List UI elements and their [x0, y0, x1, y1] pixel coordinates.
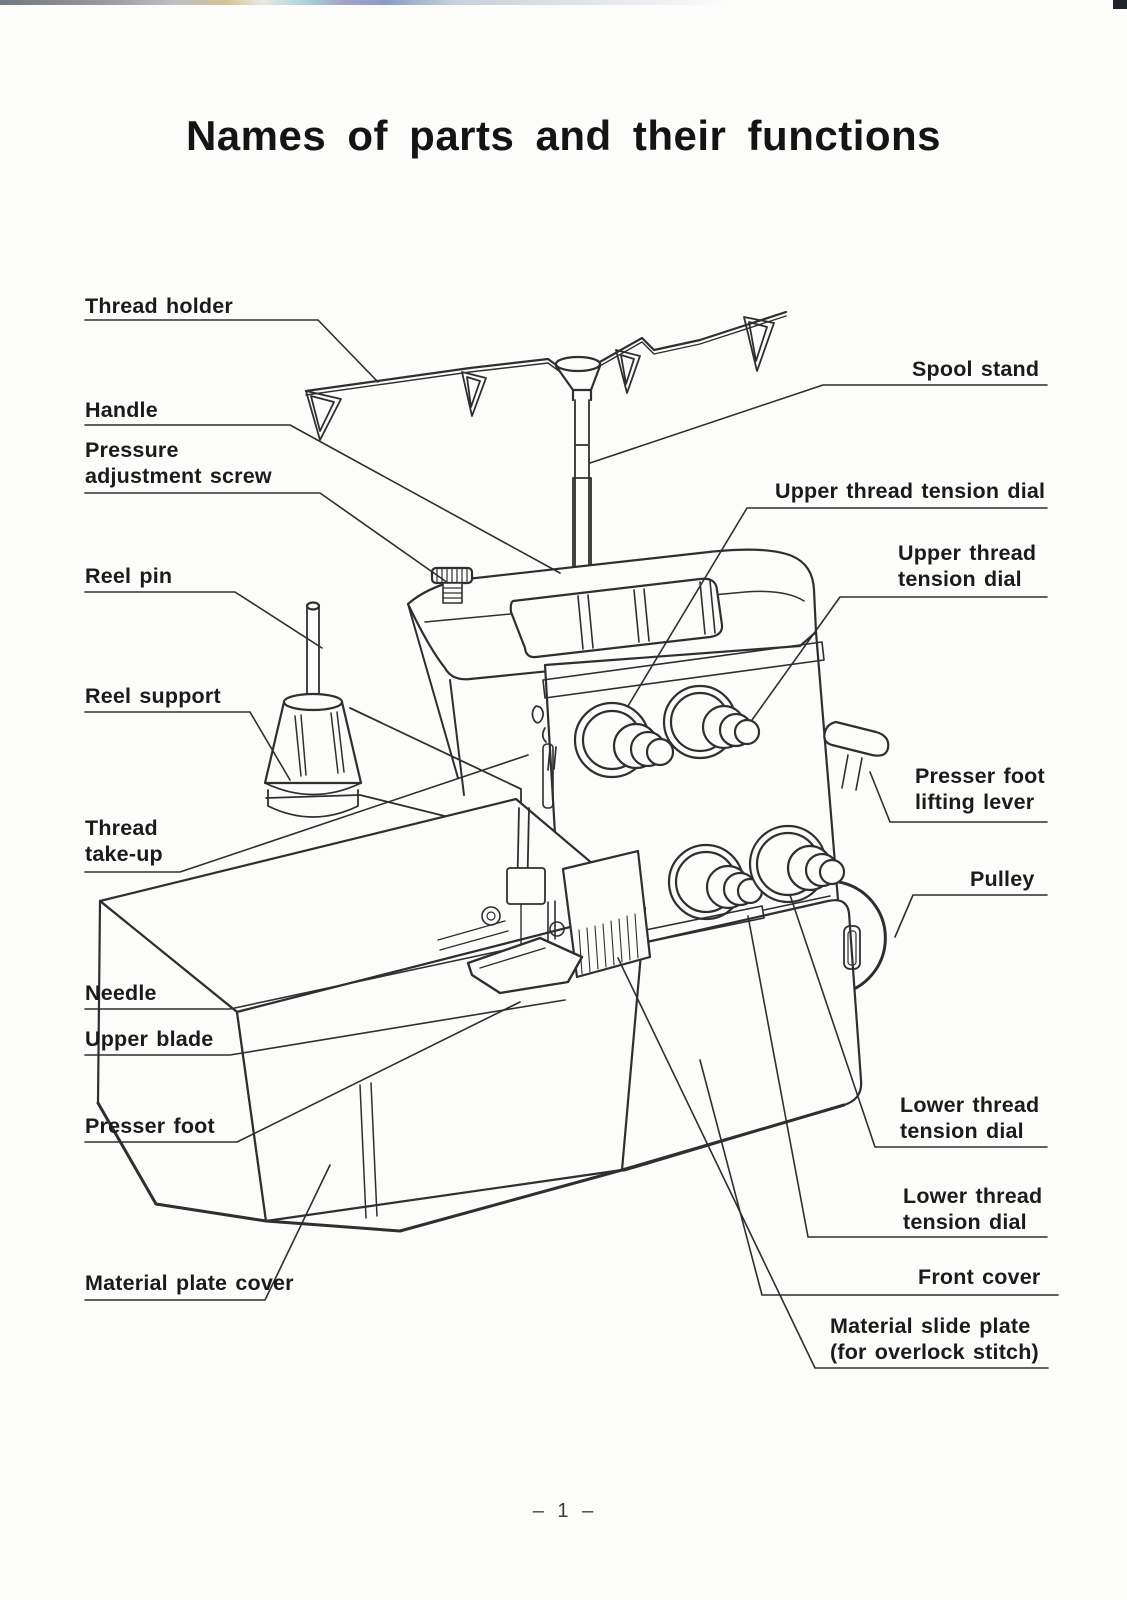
needle-assembly [437, 705, 584, 995]
leader-presser-foot [84, 1001, 521, 1143]
label-reel-support: Reel support [85, 684, 221, 708]
leader-presser-foot-lifting-lever [869, 771, 1048, 823]
leader-pressure-adjustment-screw [84, 492, 449, 584]
label-spool-stand: Spool stand [912, 357, 1040, 381]
thread-holder-assembly [304, 310, 788, 571]
page-number: – 1 – [532, 1500, 595, 1522]
needle-plate [437, 920, 509, 951]
thread-take-up [531, 705, 557, 771]
lower-thread-tension-dial-right [748, 824, 846, 904]
leader-upper-blade [84, 999, 566, 1056]
presser-foot-lifting-lever [823, 720, 890, 791]
thread-guide-triangle [305, 390, 342, 441]
label-upper-thread-tension-dial-1: Upper thread tension dial [775, 479, 1046, 503]
label-thread-holder: Thread holder [85, 294, 233, 318]
thread-guide-triangle [743, 316, 775, 372]
thread-guide-triangle [461, 371, 487, 417]
label-thread-take-up: Thread take-up [85, 816, 163, 866]
leader-upper-thread-tension-dial-1 [627, 507, 1048, 707]
leader-material-slide-plate [617, 957, 1049, 1369]
leader-thread-holder [84, 319, 379, 383]
reel-support [263, 692, 363, 818]
leader-upper-thread-tension-dial-2 [751, 596, 1048, 721]
label-upper-thread-tension-dial-2: Upper thread tension dial [898, 541, 1037, 591]
pulley [837, 880, 887, 996]
presser-bar [547, 900, 556, 941]
label-material-plate-cover: Material plate cover [85, 1271, 294, 1295]
upper-thread-tension-dial-left [573, 701, 675, 779]
leader-lower-thread-tension-dial-1 [789, 894, 1048, 1148]
label-pressure-adjustment-screw: Pressure adjustment screw [85, 438, 272, 488]
upper-thread-tension-dial-right [662, 684, 761, 760]
leader-spool-stand [589, 384, 1048, 464]
scan-corner-mark [1113, 0, 1127, 9]
reel-support-platform [265, 707, 522, 836]
label-pulley: Pulley [970, 867, 1035, 891]
label-needle: Needle [85, 981, 157, 1005]
spool-stand-pole [572, 399, 592, 571]
label-material-slide-plate: Material slide plate (for overlock stitc… [830, 1314, 1039, 1364]
page-title: Names of parts and their functions [185, 112, 942, 159]
leader-front-cover [699, 1059, 1059, 1296]
leader-lines [84, 319, 1059, 1369]
reel-pin [305, 601, 321, 701]
label-front-cover: Front cover [918, 1265, 1041, 1289]
label-lower-thread-tension-dial-1: Lower thread tension dial [900, 1093, 1040, 1143]
leader-material-plate-cover [84, 1164, 331, 1301]
material-slide-plate [561, 849, 652, 979]
label-presser-foot: Presser foot [85, 1114, 215, 1138]
leader-handle [84, 424, 561, 574]
label-presser-foot-lifting-lever: Presser foot lifting lever [915, 764, 1045, 814]
thumb-screw [549, 921, 565, 937]
leader-reel-pin [84, 591, 323, 649]
presser-foot [466, 936, 584, 995]
leader-pulley [894, 894, 1048, 938]
label-upper-blade: Upper blade [85, 1027, 214, 1051]
needle-clamp [506, 867, 546, 905]
thread-guide-slot [542, 743, 554, 809]
front-cover-latch [843, 925, 861, 970]
label-lower-thread-tension-dial-2: Lower thread tension dial [903, 1184, 1043, 1234]
thread-guide-triangle [615, 349, 641, 394]
label-reel-pin: Reel pin [85, 564, 173, 588]
leader-lower-thread-tension-dial-2 [747, 915, 1048, 1238]
leader-reel-support [84, 711, 291, 781]
leader-thread-take-up [84, 754, 529, 873]
lower-thread-tension-dial-left [667, 843, 764, 921]
label-handle: Handle [85, 398, 158, 422]
leader-needle [84, 949, 506, 1010]
scan-color-strip [0, 0, 730, 5]
